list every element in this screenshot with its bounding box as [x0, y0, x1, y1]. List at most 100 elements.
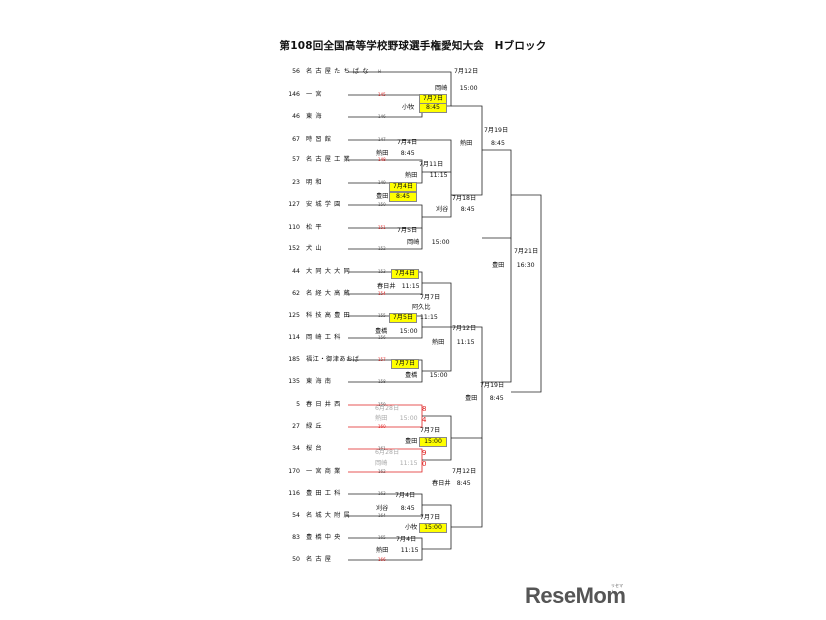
team-code: 147 [378, 137, 386, 142]
team-name: 明和 [306, 179, 325, 186]
team-name: 福江・御津あおば [306, 356, 360, 363]
bracket-line [422, 172, 452, 218]
bracket-line [422, 327, 452, 372]
team-name: 岡崎工科 [306, 334, 344, 341]
bracket-line [451, 438, 483, 528]
game-label: 小牧 [402, 104, 415, 111]
game-label: 岡崎 11:15 [375, 460, 418, 467]
team-code: 146 [378, 114, 386, 119]
game-label: 7月4日 [396, 536, 417, 543]
team-number: 83 [292, 534, 300, 541]
team-number: 110 [288, 224, 300, 231]
team-name: 名城大附属 [306, 512, 353, 519]
team-number: 114 [288, 334, 300, 341]
game-label: 豊田 [405, 438, 418, 445]
team-number: 67 [292, 136, 300, 143]
highlighted-game-label: 15:00 [419, 437, 447, 447]
game-label: 7月11日 [419, 161, 444, 168]
team-number: 170 [288, 468, 300, 475]
team-row: 135 東海南 158 [280, 376, 386, 388]
team-number: 125 [288, 312, 300, 319]
bracket-line [348, 159, 423, 184]
score-label: 9 [422, 449, 427, 457]
game-label: 豊田 [376, 193, 389, 200]
team-code: 157 [378, 357, 386, 362]
page-title: 第108回全国高等学校野球選手権愛知大会 Hブロック [279, 40, 547, 52]
bracket-line-result [348, 448, 423, 473]
team-code: 155 [378, 313, 386, 318]
game-label: 6月28日 [375, 449, 400, 456]
team-row: 50 名古屋 166 [280, 554, 386, 566]
game-label: 刈谷 8:45 [436, 206, 475, 213]
team-code: 158 [378, 379, 386, 384]
game-label: 11:15 [420, 314, 438, 321]
bracket-line [482, 238, 512, 383]
team-row: 67 時習館 147 [280, 134, 386, 146]
game-label: 7月4日 [397, 139, 418, 146]
game-label: 8:45 [491, 140, 505, 147]
bracket-line [482, 149, 512, 239]
game-label: 小牧 [405, 524, 418, 531]
game-label: 熱田 11:15 [405, 172, 448, 179]
team-number: 127 [288, 201, 300, 208]
highlighted-game-label: 15:00 [419, 523, 447, 533]
team-number: 27 [292, 423, 300, 430]
team-name: 東海南 [306, 378, 335, 385]
game-label: 7月12日 [452, 468, 477, 475]
team-number: 62 [292, 290, 300, 297]
game-label: 春日井 8:45 [432, 480, 471, 487]
game-label: 豊田 16:30 [492, 262, 535, 269]
team-code: 152 [378, 246, 386, 251]
team-number: 135 [288, 378, 300, 385]
team-code: 162 [378, 469, 386, 474]
game-label: 7月7日 [420, 294, 441, 301]
team-code: 151 [378, 225, 386, 230]
team-number: 50 [292, 556, 300, 563]
score-label: 0 [422, 460, 427, 468]
highlighted-game-label: 7月4日 [389, 182, 417, 192]
team-number: 56 [292, 68, 300, 75]
bracket-line [511, 194, 542, 393]
game-label: 7月18日 [452, 195, 477, 202]
bracket-line [451, 326, 483, 439]
score-label: 4 [422, 416, 427, 424]
team-name: 名古屋 [306, 556, 335, 563]
game-label: 岡崎 15:00 [407, 239, 450, 246]
team-name: 豊橋中央 [306, 534, 344, 541]
team-name: 名古屋工業 [306, 156, 353, 163]
team-name: 時習館 [306, 136, 335, 143]
highlighted-game-label: 8:45 [419, 103, 447, 113]
team-code: 164 [378, 513, 386, 518]
game-label: 7月7日 [420, 514, 441, 521]
team-code: 166 [378, 557, 386, 562]
team-row: 54 名城大附属 164 [280, 510, 386, 522]
game-label: 7月12日 [452, 325, 477, 332]
team-code: 163 [378, 491, 386, 496]
highlighted-game-label: 7月4日 [391, 269, 419, 279]
team-number: 116 [288, 490, 300, 497]
bracket-line [348, 139, 452, 173]
team-code: 161 [378, 446, 386, 451]
team-code: 159 [378, 402, 386, 407]
team-number: 54 [292, 512, 300, 519]
team-name: 春日井西 [306, 401, 344, 408]
team-number: 23 [292, 179, 300, 186]
team-code: 148 [378, 157, 386, 162]
team-number: 46 [292, 113, 300, 120]
bracket-line [422, 282, 452, 328]
team-number: 146 [288, 91, 300, 98]
game-label: 豊田 8:45 [465, 395, 504, 402]
highlighted-game-label: 7月5日 [389, 313, 417, 323]
team-name: 大同大大同 [306, 268, 353, 275]
game-label: 6月28日 [375, 405, 400, 412]
